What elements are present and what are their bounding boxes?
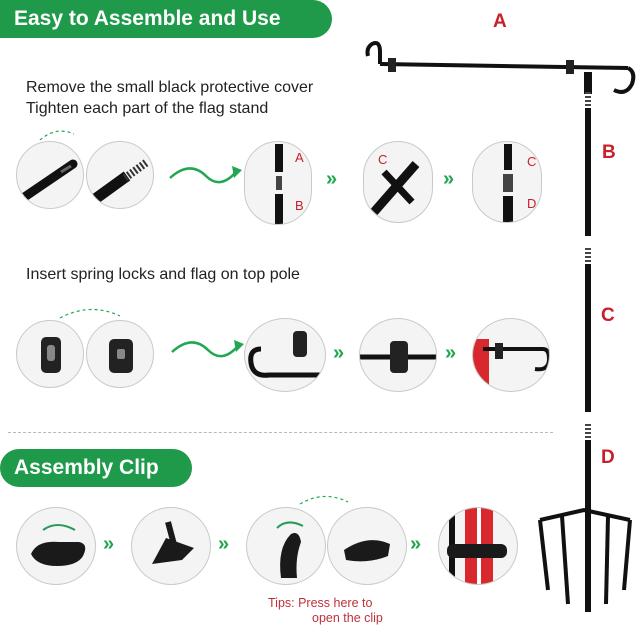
photo-lock-on-pole	[359, 318, 437, 392]
flag-on-hook-icon	[473, 339, 549, 391]
photo-hook-with-lock	[244, 318, 326, 392]
photo-clip-closed	[16, 507, 96, 585]
circle-label-d: D	[527, 196, 537, 211]
spring-lock-icon	[41, 337, 61, 373]
part-label-d: D	[601, 447, 615, 468]
pole-tip-icon	[18, 159, 78, 203]
tips-line2: open the clip	[312, 611, 383, 625]
circle-label-c: C	[378, 152, 388, 167]
clip-open-icon	[152, 521, 194, 564]
clip-on-flag-icon	[447, 508, 507, 584]
tighten-hook-icon	[370, 161, 420, 215]
step-arrow-6: »	[218, 533, 229, 555]
tips-line1: Tips: Press here to	[268, 596, 373, 610]
section-divider	[8, 432, 553, 433]
hook-with-lock-icon	[248, 331, 325, 378]
photo-spring-lock	[16, 320, 84, 388]
photo-join-c-d: C D	[472, 141, 542, 223]
circle-label-c2: C	[527, 154, 537, 169]
curved-arrow-icon	[171, 340, 244, 358]
assembly-clip-banner: Assembly Clip	[0, 449, 192, 487]
clip-squeeze-icon	[344, 540, 390, 562]
step1-line1: Remove the small black protective cover	[26, 79, 314, 96]
photo-cover-removal	[16, 141, 84, 209]
part-label-b: B	[602, 142, 616, 163]
photo-flag-on-hook	[472, 318, 550, 392]
circle-label-b: B	[295, 198, 304, 213]
lock-on-pole-icon	[360, 341, 436, 373]
spring-lock-pressed-icon	[109, 339, 133, 373]
clip-press-icon	[276, 521, 304, 578]
ground-spike-section-d	[538, 424, 632, 612]
header-title-banner: Easy to Assemble and Use	[0, 0, 332, 38]
step-arrow-4: »	[445, 342, 456, 364]
clip-closed-icon	[31, 524, 86, 566]
join-ab-icon	[275, 144, 283, 224]
photo-clip-squeeze	[327, 507, 407, 585]
circle-label-a: A	[295, 150, 304, 165]
step1-line2: Tighten each part of the flag stand	[26, 100, 269, 117]
top-crossbar-part-a	[365, 41, 636, 106]
part-label-a: A	[493, 11, 507, 32]
tips-note: Tips: Press here to open the clip	[268, 596, 383, 626]
photo-join-a-b: A B	[244, 141, 312, 225]
photo-tighten-hook: C	[363, 141, 433, 223]
step-arrow-7: »	[410, 533, 421, 555]
step-arrow-2: »	[443, 168, 454, 190]
step1-instructions: Remove the small black protective cover …	[26, 77, 313, 119]
curved-arrow-icon	[169, 166, 242, 184]
step-arrow-5: »	[103, 533, 114, 555]
photo-threaded-end	[86, 141, 154, 209]
photo-spring-lock-pressed	[86, 320, 154, 388]
assembly-clip-title: Assembly Clip	[14, 456, 159, 479]
header-title: Easy to Assemble and Use	[14, 7, 281, 30]
join-cd-icon	[503, 144, 513, 222]
step-arrow-3: »	[333, 342, 344, 364]
photo-clip-open	[131, 507, 211, 585]
photo-clip-press-point	[246, 507, 326, 585]
part-label-c: C	[601, 305, 615, 326]
photo-clip-on-flag	[438, 507, 518, 585]
threaded-end-icon	[87, 158, 150, 207]
step2-instruction: Insert spring locks and flag on top pole	[26, 266, 300, 283]
step-arrow-1: »	[326, 168, 337, 190]
